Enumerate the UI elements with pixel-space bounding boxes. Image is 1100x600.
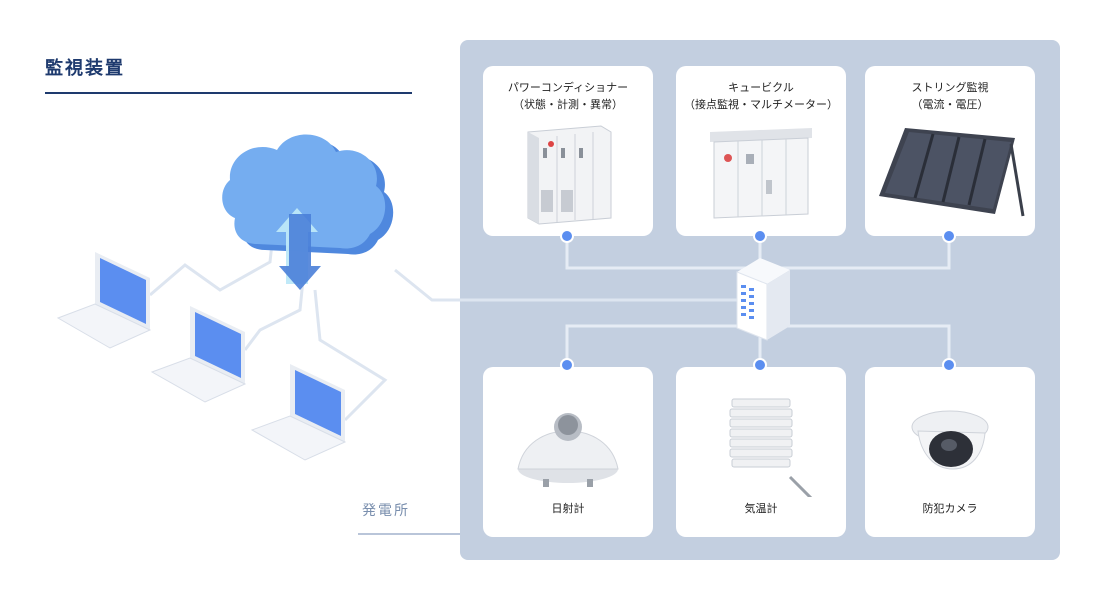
connection-node (942, 358, 956, 372)
sync-arrow-icon (276, 208, 321, 290)
connection-node (753, 358, 767, 372)
device-card-cubicle: キュービクル（接点監視・マルチメーター） (676, 66, 846, 236)
thermometer-shelter-icon (729, 398, 813, 497)
device-card-string-monitor: ストリング監視（電流・電圧） (865, 66, 1035, 236)
device-label: キュービクル（接点監視・マルチメーター） (684, 81, 838, 111)
device-label: パワーコンディショナー（状態・計測・異常） (507, 81, 629, 111)
cloud-to-logger-link (394, 268, 760, 302)
pyranometer-icon (517, 413, 619, 487)
security-camera-icon (911, 410, 989, 470)
plant-label: 発電所 (362, 503, 410, 519)
connection-node (753, 229, 767, 243)
device-card-pyranometer: 日射計 (483, 367, 653, 537)
laptop-icon (56, 252, 152, 349)
device-label: 気温計 (744, 502, 778, 515)
connection-node (560, 358, 574, 372)
solar-panel-icon (879, 128, 1025, 217)
cubicle-icon (710, 128, 812, 219)
connection-node (560, 229, 574, 243)
laptop-icon (250, 364, 347, 461)
laptop-icon (150, 306, 247, 403)
plant-underline (358, 533, 460, 535)
data-logger-icon (736, 258, 790, 341)
device-card-power-conditioner: パワーコンディショナー（状態・計測・異常） (483, 66, 653, 236)
device-card-security-camera: 防犯カメラ (865, 367, 1035, 537)
cloud-icon (222, 134, 394, 255)
page-title: 監視装置 (45, 58, 125, 79)
title-underline (45, 92, 412, 94)
power-conditioner-icon (527, 125, 612, 225)
device-label: ストリング監視（電流・電圧） (911, 81, 989, 111)
device-label: 防犯カメラ (922, 502, 978, 515)
connection-node (942, 229, 956, 243)
device-card-thermometer: 気温計 (676, 367, 846, 537)
device-label: 日射計 (551, 502, 585, 515)
